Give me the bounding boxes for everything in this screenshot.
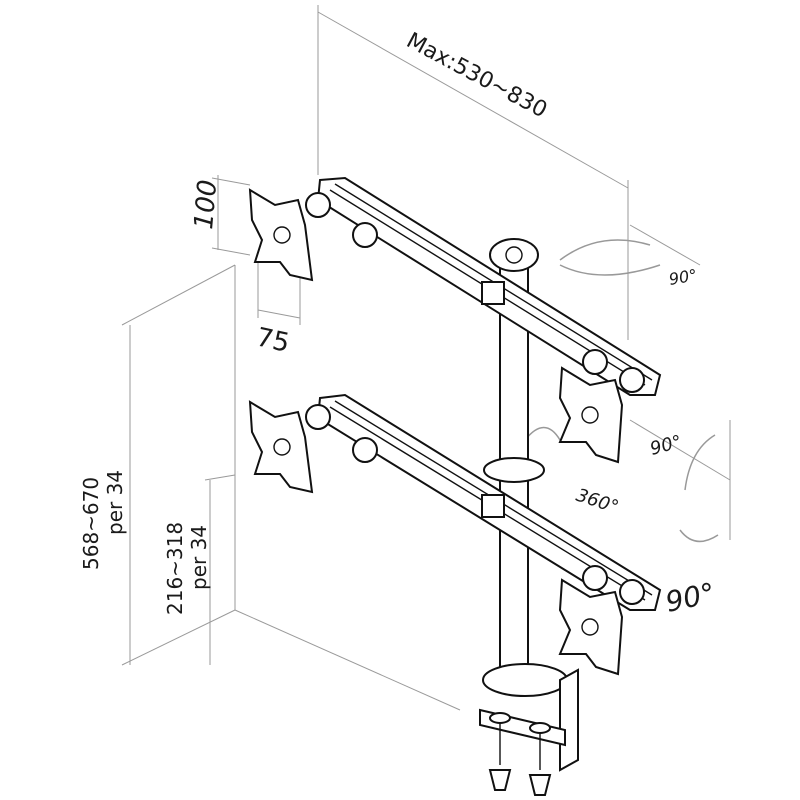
rotate-bottom-label: 90° (663, 576, 718, 619)
desk-clamp (479, 663, 579, 796)
vesa-width-label: 75 (254, 323, 293, 359)
vesa-dimension: 100 75 (189, 175, 301, 359)
max-width-label: Max:530~830 (402, 28, 551, 123)
tilt-arrow-icon (684, 434, 716, 491)
vesa-plate-top-left (248, 188, 331, 282)
lower-height-label: 216~318 (163, 522, 187, 615)
vesa-plate-bottom-right (558, 578, 645, 676)
tilt-arrow-icon (559, 239, 651, 261)
tilt-mid-label: 90° (648, 431, 684, 460)
lower-height-step: per 34 (187, 525, 211, 590)
vesa-plate-top-right (558, 366, 645, 464)
tilt-arrow-icon (559, 264, 661, 276)
total-height-step: per 34 (103, 470, 127, 535)
tilt-top-label: 90° (667, 265, 698, 289)
rotate-arrow-icon (524, 426, 561, 441)
total-height-label: 568~670 (79, 477, 103, 570)
height-dimension: 568~670 per 34 216~318 per 34 (79, 264, 461, 711)
rotate-arrow-icon (679, 529, 719, 543)
vesa-plate-bottom-left (248, 400, 331, 494)
rotate-label: 360° (573, 485, 621, 518)
upper-arm (316, 176, 662, 396)
vesa-height-label: 100 (189, 179, 223, 231)
